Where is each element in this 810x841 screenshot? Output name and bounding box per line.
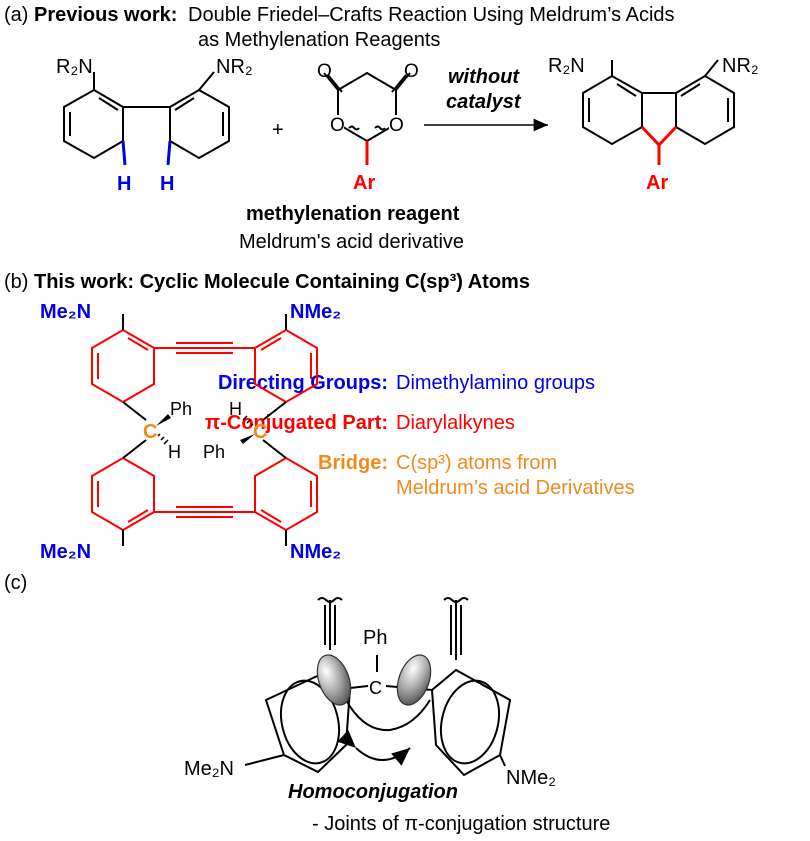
me2n-label-top: Me₂N	[40, 301, 91, 323]
panel-b-title: This work: Cyclic Molecule Containing C(…	[34, 271, 530, 293]
feature-value-bridge: C(sp³) atoms from	[396, 452, 558, 474]
arrow-label-top: without	[448, 66, 520, 88]
r2n-label: R₂N	[56, 56, 93, 78]
o-mask-right	[389, 115, 403, 131]
hash-bonds	[157, 415, 254, 445]
nme2-label-c: NMe₂	[506, 767, 556, 789]
nr2-label: NR₂	[216, 56, 253, 78]
biaryl-reactant	[63, 71, 230, 160]
ph-label-right: Ph	[203, 442, 225, 462]
feature-key-bridge: Bridge:	[318, 452, 388, 474]
me2n-label-bottom: Me₂N	[40, 541, 91, 563]
panel-c-prefix: (c)	[4, 572, 28, 594]
sp3-carbon-right: C	[253, 421, 267, 443]
homoconjugation-model	[244, 597, 512, 777]
r2n-label-product: R₂N	[548, 55, 585, 77]
plus-sign: +	[272, 119, 284, 141]
panel-a-title-bold: Previous work:	[34, 4, 178, 26]
nr2-label-product: NR₂	[722, 55, 759, 77]
o-carbonyl-right: O	[404, 61, 419, 82]
center-carbon-c: C	[369, 678, 382, 698]
reagent-label: methylenation reagent	[246, 203, 460, 225]
o-right: O	[389, 115, 404, 136]
o-left: O	[330, 115, 345, 136]
h-label-right: H	[160, 173, 174, 195]
fluorene-product	[582, 59, 735, 146]
feature-key-conjugated: π-Conjugated Part:	[204, 412, 388, 434]
homoconjugation-note: - Joints of π-conjugation structure	[312, 813, 611, 835]
p-orbital-lobe-left	[316, 654, 352, 706]
nme2-label-top: NMe₂	[290, 301, 341, 323]
feature-value-directing: Dimethylamino groups	[396, 372, 595, 394]
homoconjugation-caption: Homoconjugation	[288, 781, 458, 803]
reagent-sublabel: Meldrum's acid derivative	[239, 231, 465, 253]
sp3-carbon-left: C	[143, 421, 157, 443]
arrow-label-bottom: catalyst	[446, 91, 522, 113]
panel-a-title-line2: as Methylenation Reagents	[198, 29, 441, 51]
o-carbonyl-left: O	[317, 61, 332, 82]
panel-a-prefix: (a)	[4, 4, 29, 26]
nme2-label-bottom: NMe₂	[290, 541, 341, 563]
feature-value-conjugated: Diarylalkynes	[396, 412, 515, 434]
h-label-left-b: H	[168, 442, 181, 462]
ar-label-reagent: Ar	[353, 172, 375, 194]
sp3-bonds	[122, 314, 287, 546]
feature-value-bridge-line2: Meldrum’s acid Derivatives	[396, 477, 635, 499]
new-c-c-bonds	[640, 125, 678, 165]
p-orbital-lobe-right	[396, 654, 432, 706]
ar-label-product: Ar	[646, 172, 668, 194]
cyclic-molecule	[91, 328, 318, 532]
ph-label-c: Ph	[363, 627, 387, 649]
me2n-label-c: Me₂N	[184, 758, 234, 780]
h-label-left: H	[117, 173, 131, 195]
panel-b-prefix: (b)	[4, 271, 29, 293]
ch-bonds	[121, 140, 172, 166]
wedge-right	[240, 434, 255, 444]
h-label-right-b: H	[229, 399, 242, 419]
ph-label-left: Ph	[170, 399, 192, 419]
panel-a-title: Double Friedel–Crafts Reaction Using Mel…	[188, 4, 675, 26]
o-mask-left	[330, 115, 344, 131]
wedge-left	[156, 414, 171, 426]
